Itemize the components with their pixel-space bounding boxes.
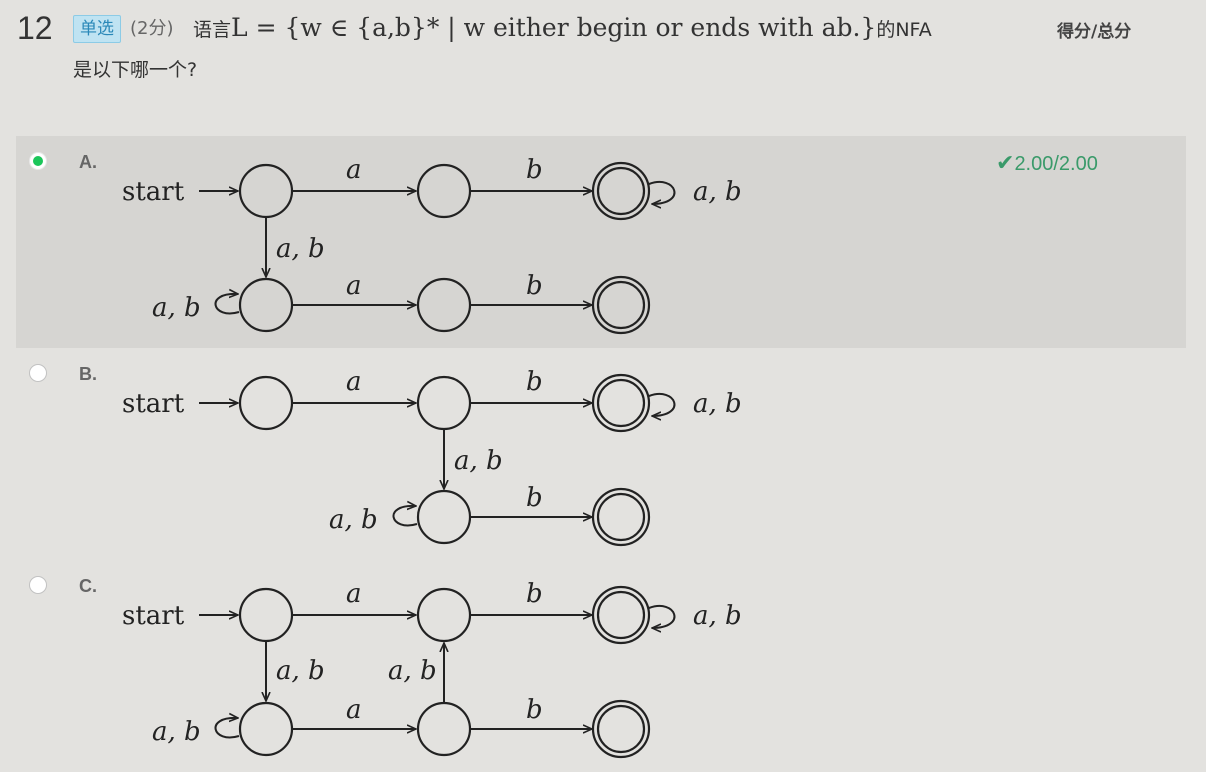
edge-label-b: b [526,579,543,609]
option-c-radio[interactable] [29,576,47,594]
option-a[interactable]: A. ✔2.00/2.00 start a b a, b a, b [16,136,1186,348]
option-c[interactable]: C. start a b a, b a, b a, b a b a [16,560,1186,761]
option-c-nfa-diagram: start a b a, b a, b a, b a b a, b [122,579,742,759]
state-q5-accept [591,275,651,335]
option-b-label: B. [79,364,97,384]
loop-label-ab-q3: a, b [152,293,201,323]
question-stem-suffix: 的NFA [876,19,932,41]
loop-label-ab: a, b [693,177,742,207]
question-score-note: (2分) [130,18,174,39]
edge-label-ab-down: a, b [276,234,325,264]
option-b[interactable]: B. start a b a, b a, b b a, b [16,348,1186,560]
state-q3 [238,701,294,757]
start-label: start [122,389,185,419]
state-q1 [416,375,472,431]
edge-label-ab-down: a, b [276,656,325,686]
question-stem-line2: 是以下哪一个? [73,59,198,81]
start-label: start [122,601,185,631]
score-header: 得分/总分 [1057,22,1132,42]
state-q0 [238,587,294,643]
state-q3 [238,277,294,333]
option-c-label: C. [79,576,97,596]
question-type-badge: 单选 [73,15,121,43]
edge-label-a: a [346,579,362,609]
edge-label-b-bottom: b [526,271,543,301]
state-q5-accept [591,699,651,759]
edge-label-a: a [346,367,362,397]
edge-label-b: b [526,155,543,185]
state-q3 [416,489,472,545]
question-stem-prefix: 语言 [193,19,232,41]
start-label: start [122,177,185,207]
state-q1 [416,587,472,643]
state-q1 [416,163,472,219]
option-a-radio[interactable] [29,152,47,170]
question-stem: 语言L = {w ∈ {a,b}* | w either begin or en… [193,12,932,46]
edge-label-b-bottom: b [526,695,543,725]
state-q0 [238,375,294,431]
edge-label-a-bottom: a [346,271,362,301]
loop-label-ab: a, b [693,601,742,631]
edge-label-ab-down: a, b [454,446,503,476]
state-q2-accept [591,373,651,433]
loop-label-ab-q3: a, b [329,505,378,535]
state-q0 [238,163,294,219]
edge-label-b: b [526,367,543,397]
option-b-nfa-diagram: start a b a, b a, b b a, b [122,367,742,547]
state-q2-accept [591,161,651,221]
question-number: 12 [17,10,53,46]
check-icon: ✔ [996,150,1015,175]
state-q2-accept [591,585,651,645]
edge-label-b-bottom: b [526,483,543,513]
option-a-nfa-diagram: start a b a, b a, b a b a, b [122,155,742,335]
loop-label-ab: a, b [693,389,742,419]
loop-label-ab-q3: a, b [152,717,201,747]
option-a-label: A. [79,152,97,172]
option-a-score: ✔2.00/2.00 [996,150,1098,176]
option-b-radio[interactable] [29,364,47,382]
question-header: 12 单选 (2分) 语言L = {w ∈ {a,b}* | w either … [0,0,1206,120]
edge-label-a: a [346,155,362,185]
state-q4-accept [591,487,651,547]
state-q4 [416,701,472,757]
state-q4 [416,277,472,333]
edge-label-a-bottom: a [346,695,362,725]
question-stem-math: L = {w ∈ {a,b}* | w either begin or ends… [231,13,877,42]
edge-label-ab-up: a, b [388,656,437,686]
option-a-score-value: 2.00/2.00 [1014,153,1098,175]
